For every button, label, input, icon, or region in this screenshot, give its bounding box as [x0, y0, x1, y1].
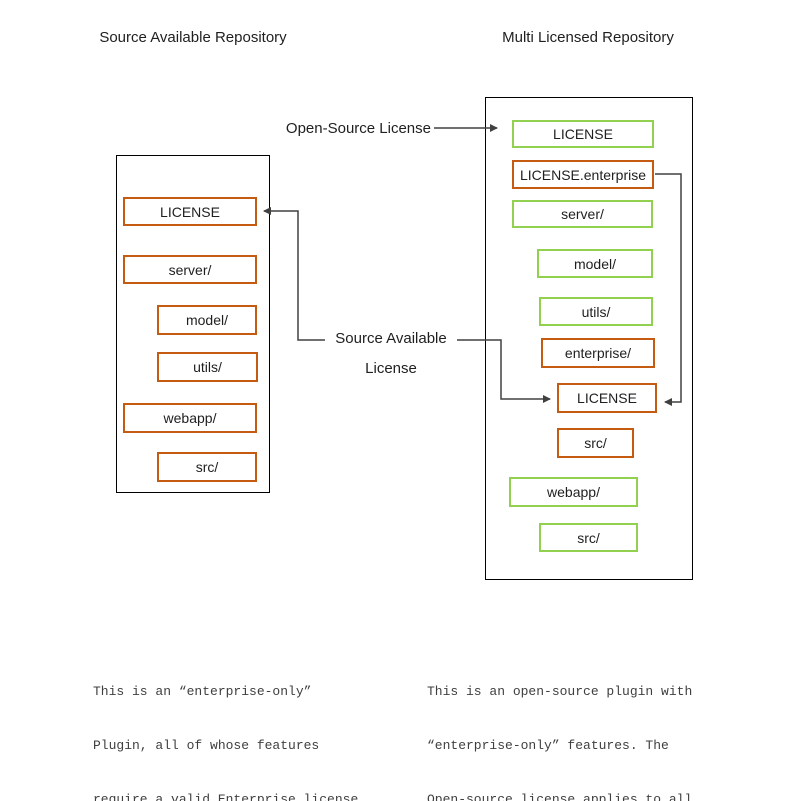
right-repo-title: Multi Licensed Repository [502, 29, 674, 46]
source-available-license-label-line1: Source Available [325, 330, 457, 347]
note-line: This is an “enterprise-only” [93, 684, 312, 699]
file-box-label: model/ [185, 312, 229, 328]
folder-box-server: server/ [512, 200, 653, 228]
file-box-label: enterprise/ [564, 345, 632, 361]
note-line: require a valid Enterprise license. [93, 792, 367, 801]
file-box-license: LICENSE [123, 197, 257, 226]
folder-box-utils: utils/ [539, 297, 653, 326]
folder-box-src: src/ [157, 452, 257, 482]
file-box-label: server/ [168, 261, 212, 278]
folder-box-model: model/ [537, 249, 653, 278]
file-box-label: webapp/ [163, 410, 217, 426]
right-repo-note: This is an open-source plugin with “ente… [427, 650, 692, 801]
folder-box-src-enterprise: src/ [557, 428, 634, 458]
file-box-license-open: LICENSE [512, 120, 654, 148]
note-line: Open-source license applies to all [427, 792, 693, 801]
open-source-license-label: Open-Source License [280, 120, 434, 137]
file-box-label: utils/ [193, 359, 222, 375]
file-box-license-sa: LICENSE [557, 383, 657, 413]
note-line: “enterprise-only” features. The [427, 738, 669, 753]
folder-box-src: src/ [539, 523, 638, 552]
folder-box-enterprise: enterprise/ [541, 338, 655, 368]
folder-box-server: server/ [123, 255, 257, 284]
folder-box-model: model/ [157, 305, 257, 335]
source-available-arrow-left [263, 207, 337, 341]
folder-box-utils: utils/ [157, 352, 258, 382]
file-box-label: model/ [573, 255, 617, 272]
folder-box-webapp: webapp/ [123, 403, 257, 433]
left-repo-title: Source Available Repository [99, 29, 287, 46]
folder-box-webapp: webapp/ [509, 477, 638, 507]
note-line: This is an open-source plugin with [427, 684, 693, 699]
file-box-label: LICENSE.enterprise [519, 166, 647, 183]
file-box-label: server/ [561, 206, 604, 222]
left-repo-note: This is an “enterprise-only” Plugin, all… [93, 650, 366, 801]
file-box-label: LICENSE [577, 390, 637, 406]
file-box-label: LICENSE [160, 203, 220, 220]
file-box-label: webapp/ [547, 484, 600, 500]
file-box-label: src/ [195, 459, 219, 475]
file-box-license-enterprise: LICENSE.enterprise [512, 160, 654, 189]
file-box-label: src/ [584, 435, 607, 451]
note-line: Plugin, all of whose features [93, 738, 320, 753]
file-box-label: utils/ [581, 303, 611, 320]
source-available-license-label-line2: License [325, 360, 457, 377]
file-box-label: LICENSE [553, 126, 613, 142]
file-box-label: src/ [577, 529, 600, 546]
